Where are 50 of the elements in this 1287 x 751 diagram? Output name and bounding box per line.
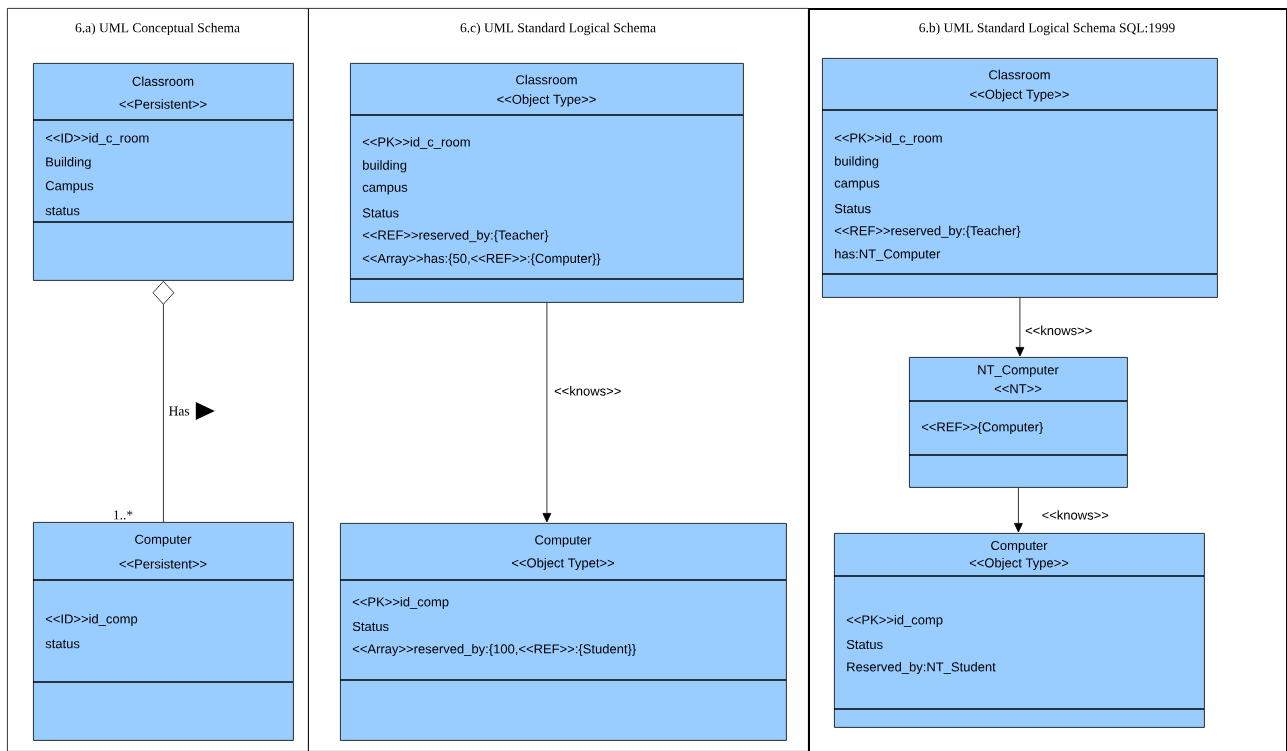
stereotype: <<Persistent>> — [119, 99, 207, 109]
stereotype: <<Object Type>> — [497, 94, 596, 107]
attribute: Campus — [45, 181, 94, 193]
stereotype: <<Object Type>> — [969, 557, 1069, 571]
class-name: Classroom — [989, 69, 1050, 80]
attribute: Reserved_by:NT_Student — [847, 661, 996, 675]
attribute: <<PK>>id_c_room — [834, 133, 942, 145]
stereotype: <<Object Typet>> — [512, 557, 615, 571]
association-line — [542, 302, 552, 523]
class-name: Classroom — [132, 76, 194, 86]
association-line — [152, 281, 175, 523]
attribute: <<Array>>reserved_by:{100,<<REF>>:{Student}} — [352, 643, 636, 657]
class-name: Computer — [135, 534, 192, 547]
panel-heading: 6.c) UML Standard Logical Schema — [460, 22, 656, 36]
edge-label: Has — [169, 406, 190, 416]
attribute: campus — [834, 180, 880, 191]
attribute: <<PK>>id_c_room — [362, 137, 470, 149]
association-line — [1015, 297, 1025, 357]
class-name: Computer — [535, 535, 592, 548]
attribute: <<REF>>{Computer} — [921, 421, 1044, 435]
attribute: Building — [46, 156, 91, 170]
class-name: Computer — [991, 540, 1048, 553]
attribute: Status — [846, 639, 883, 650]
attribute: <<REF>>reserved_by:{Teacher} — [362, 230, 549, 243]
attribute: <<Array>>has:{50,<<REF>>:{Computer}} — [362, 253, 601, 266]
edge-label: <<knows>> — [1042, 510, 1109, 520]
attribute: Status — [352, 621, 389, 632]
panel-heading: 6.b) UML Standard Logical Schema SQL:1999 — [919, 22, 1175, 36]
attribute: <<ID>>id_comp — [45, 613, 138, 627]
attribute: Status — [362, 208, 399, 218]
attribute: building — [363, 160, 407, 173]
stereotype: <<Persistent>> — [119, 559, 207, 569]
edge-label: <<knows>> — [554, 386, 621, 396]
attribute: <<REF>>reserved_by:{Teacher} — [834, 225, 1021, 238]
stereotype: <<NT>> — [994, 384, 1042, 394]
attribute: <<PK>>id_comp — [352, 596, 449, 610]
attribute: <<PK>>id_comp — [846, 614, 943, 628]
class-name: Classroom — [516, 74, 577, 85]
attribute: status — [45, 206, 80, 216]
stereotype: <<Object Type>> — [970, 89, 1069, 102]
attribute: status — [45, 639, 80, 649]
association-line — [1014, 487, 1023, 533]
attribute: <<ID>>id_c_room — [45, 133, 149, 145]
attribute: has:NT_Computer — [835, 248, 941, 262]
attribute: Status — [834, 204, 871, 214]
attribute: campus — [362, 184, 408, 195]
class-name: NT_Computer — [978, 365, 1059, 377]
panel-heading: 6.a) UML Conceptual Schema — [75, 22, 240, 36]
attribute: building — [835, 156, 879, 169]
edge-label: <<knows>> — [1025, 325, 1092, 336]
